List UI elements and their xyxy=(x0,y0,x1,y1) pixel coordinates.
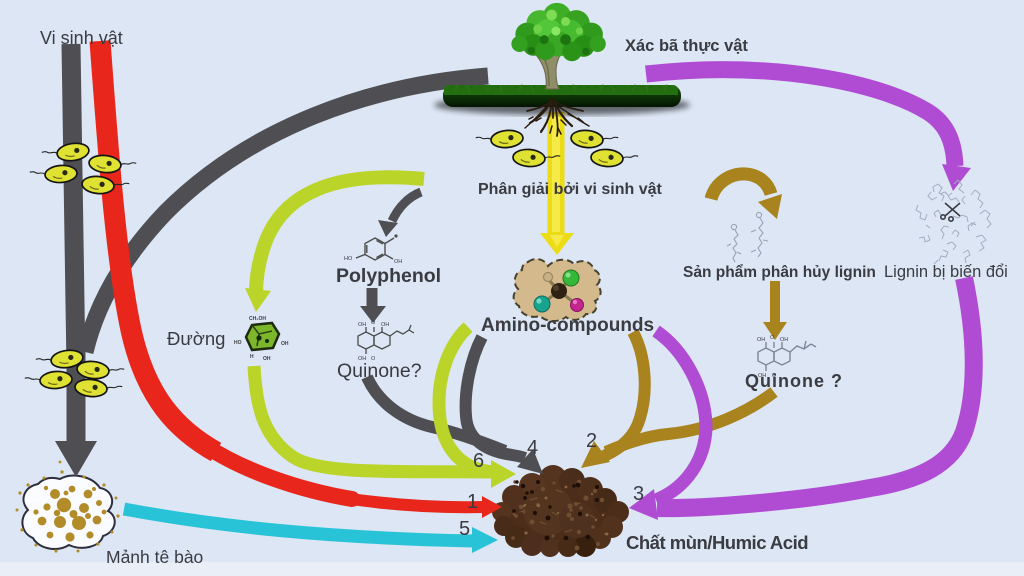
svg-text:HO: HO xyxy=(344,256,353,262)
svg-text:O: O xyxy=(770,335,775,341)
svg-text:Lignin bị biến đổi: Lignin bị biến đổi xyxy=(884,263,1008,281)
svg-text:6: 6 xyxy=(473,450,484,472)
svg-text:Polyphenol: Polyphenol xyxy=(336,265,441,287)
svg-text:CH₂OH: CH₂OH xyxy=(249,316,266,322)
svg-text:5: 5 xyxy=(459,518,470,540)
svg-text:OH: OH xyxy=(780,337,788,343)
svg-text:OH: OH xyxy=(757,337,765,343)
svg-text:Quinone?: Quinone? xyxy=(337,360,422,382)
svg-text:Phân giải bởi vi sinh vật: Phân giải bởi vi sinh vật xyxy=(478,181,663,198)
svg-text:Quinone ?: Quinone ? xyxy=(745,371,843,391)
svg-text:OH: OH xyxy=(758,373,766,379)
svg-text:HO: HO xyxy=(234,340,242,346)
svg-text:OH: OH xyxy=(381,322,389,328)
svg-text:Amino-compounds: Amino-compounds xyxy=(481,315,654,336)
svg-text:OH: OH xyxy=(263,356,271,362)
svg-text:Vi sinh vật: Vi sinh vật xyxy=(40,28,123,48)
svg-text:OH: OH xyxy=(358,356,366,362)
svg-text:OH: OH xyxy=(394,259,402,265)
svg-text:1: 1 xyxy=(467,491,478,513)
svg-text:Sản phẩm phân hủy lignin: Sản phẩm phân hủy lignin xyxy=(683,264,876,281)
svg-text:OH: OH xyxy=(281,341,289,347)
svg-text:O: O xyxy=(371,320,376,326)
svg-text:3: 3 xyxy=(633,483,644,505)
svg-text:O: O xyxy=(371,356,376,362)
svg-text:4: 4 xyxy=(527,437,538,459)
svg-text:Mảnh tê bào: Mảnh tê bào xyxy=(106,547,203,567)
svg-text:OH: OH xyxy=(358,322,366,328)
svg-text:O: O xyxy=(772,373,777,379)
svg-text:Đường: Đường xyxy=(167,328,225,349)
svg-text:H: H xyxy=(250,354,254,360)
svg-text:Chất mùn/Humic Acid: Chất mùn/Humic Acid xyxy=(626,532,808,553)
svg-text:Xác bã thực vật: Xác bã thực vật xyxy=(625,37,748,55)
svg-text:2: 2 xyxy=(586,430,597,452)
